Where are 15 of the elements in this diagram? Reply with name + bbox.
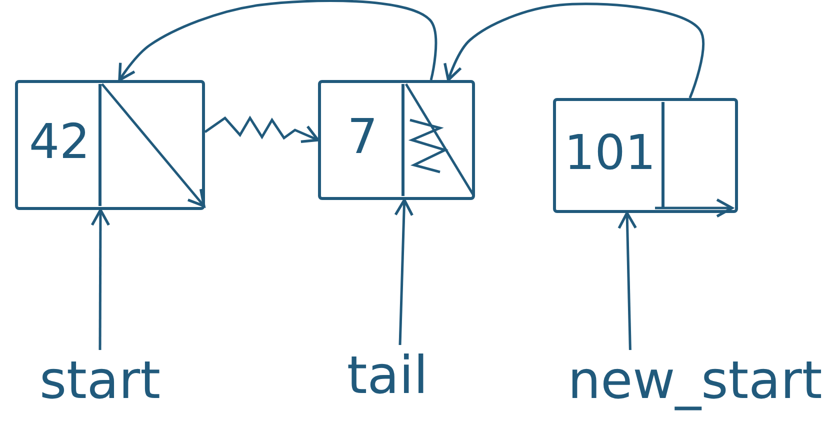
pointer-name: start: [30, 350, 170, 425]
arrow: [618, 212, 638, 350]
node-value: 7: [346, 113, 379, 161]
node-value: 42: [28, 118, 92, 166]
list-node-box: [553, 98, 738, 213]
list-node-box: [15, 80, 205, 210]
arrow: [444, 2, 704, 98]
pointer-name: new_start: [560, 350, 830, 425]
arrow: [394, 198, 414, 346]
arrow: [118, 0, 438, 82]
arrow: [204, 116, 320, 143]
node-value: 101: [563, 128, 657, 176]
pointer-name: tail: [325, 345, 450, 420]
list-node-box: [318, 80, 475, 200]
arrow: [90, 208, 110, 350]
